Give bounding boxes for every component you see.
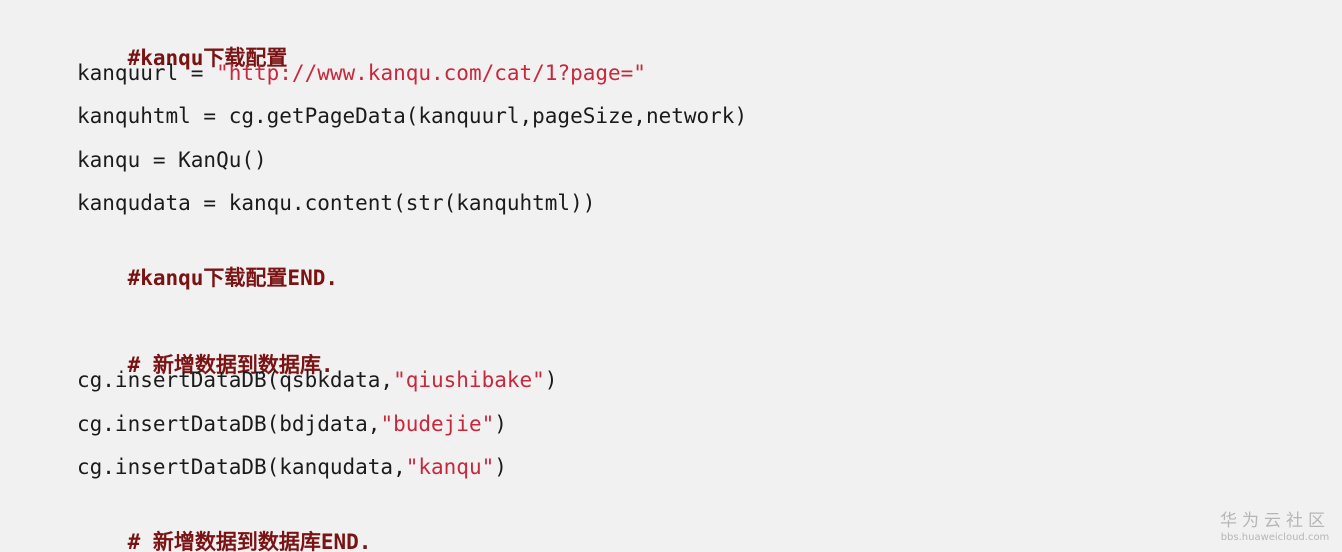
code-line-1: #kanqu下载配置 bbox=[77, 13, 288, 70]
code-line-8: # 新增数据到数据库. bbox=[77, 320, 334, 377]
code-line-9: cg.insertDataDB(qsbkdata,"qiushibake") bbox=[77, 365, 557, 395]
code-string: "http://www.kanqu.com/cat/1?page=" bbox=[216, 61, 646, 85]
code-text: cg.insertDataDB(qsbkdata, bbox=[77, 368, 394, 392]
code-string: "budejie" bbox=[380, 412, 495, 436]
code-text: ) bbox=[494, 455, 507, 479]
code-text: ) bbox=[544, 368, 558, 392]
watermark-title: 华为云社区 bbox=[1220, 511, 1330, 531]
watermark-url: bbs.huaweicloud.com bbox=[1220, 532, 1330, 543]
code-text: cg.insertDataDB(kanqudata, bbox=[77, 455, 406, 479]
code-line-11: cg.insertDataDB(kanqudata,"kanqu") bbox=[77, 452, 507, 482]
code-line-6: #kanqu下载配置END. bbox=[77, 233, 338, 290]
code-comment: # 新增数据到数据库END. bbox=[127, 530, 372, 552]
code-text: kanquhtml = cg.getPageData(kanquurl,page… bbox=[77, 104, 748, 128]
code-string: "qiushibake" bbox=[393, 368, 545, 392]
code-text: ) bbox=[494, 412, 507, 436]
code-comment: # 新增数据到数据库. bbox=[127, 353, 334, 377]
code-text: kanqudata = kanqu.content(str(kanquhtml)… bbox=[77, 191, 596, 215]
code-text: kanqu = KanQu() bbox=[77, 148, 267, 172]
watermark: 华为云社区 bbs.huaweicloud.com bbox=[1220, 511, 1330, 544]
code-line-12: # 新增数据到数据库END. bbox=[77, 497, 372, 552]
code-comment: #kanqu下载配置END. bbox=[127, 266, 339, 290]
code-text: cg.insertDataDB(bdjdata, bbox=[77, 412, 381, 436]
code-line-10: cg.insertDataDB(bdjdata,"budejie") bbox=[77, 409, 507, 439]
code-comment: #kanqu下载配置 bbox=[127, 46, 288, 70]
code-text: kanquurl = bbox=[77, 61, 217, 85]
code-line-4: kanqu = KanQu() bbox=[77, 145, 267, 175]
code-line-2: kanquurl = "http://www.kanqu.com/cat/1?p… bbox=[77, 58, 646, 88]
code-line-5: kanqudata = kanqu.content(str(kanquhtml)… bbox=[77, 188, 595, 218]
code-line-3: kanquhtml = cg.getPageData(kanquurl,page… bbox=[77, 101, 747, 131]
code-string: "kanqu" bbox=[405, 455, 495, 479]
